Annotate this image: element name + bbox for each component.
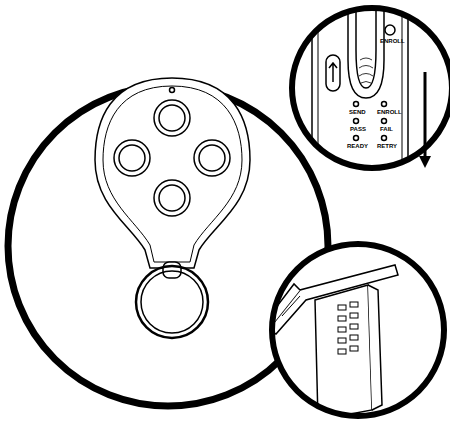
- arrow-head: [419, 156, 431, 168]
- led-label: READY: [347, 143, 368, 149]
- led-label: ENROLL: [380, 38, 405, 44]
- led-label: PASS: [350, 126, 366, 132]
- remote-fob: [95, 78, 250, 338]
- led-label: SEND: [349, 109, 366, 115]
- fingerprint-sensor: [312, 0, 408, 175]
- led-label: FAIL: [380, 126, 393, 132]
- inset-border: [292, 8, 450, 168]
- inset-border: [272, 244, 444, 416]
- led-label: ENROLL: [377, 109, 402, 115]
- led-label: RETRY: [377, 143, 397, 149]
